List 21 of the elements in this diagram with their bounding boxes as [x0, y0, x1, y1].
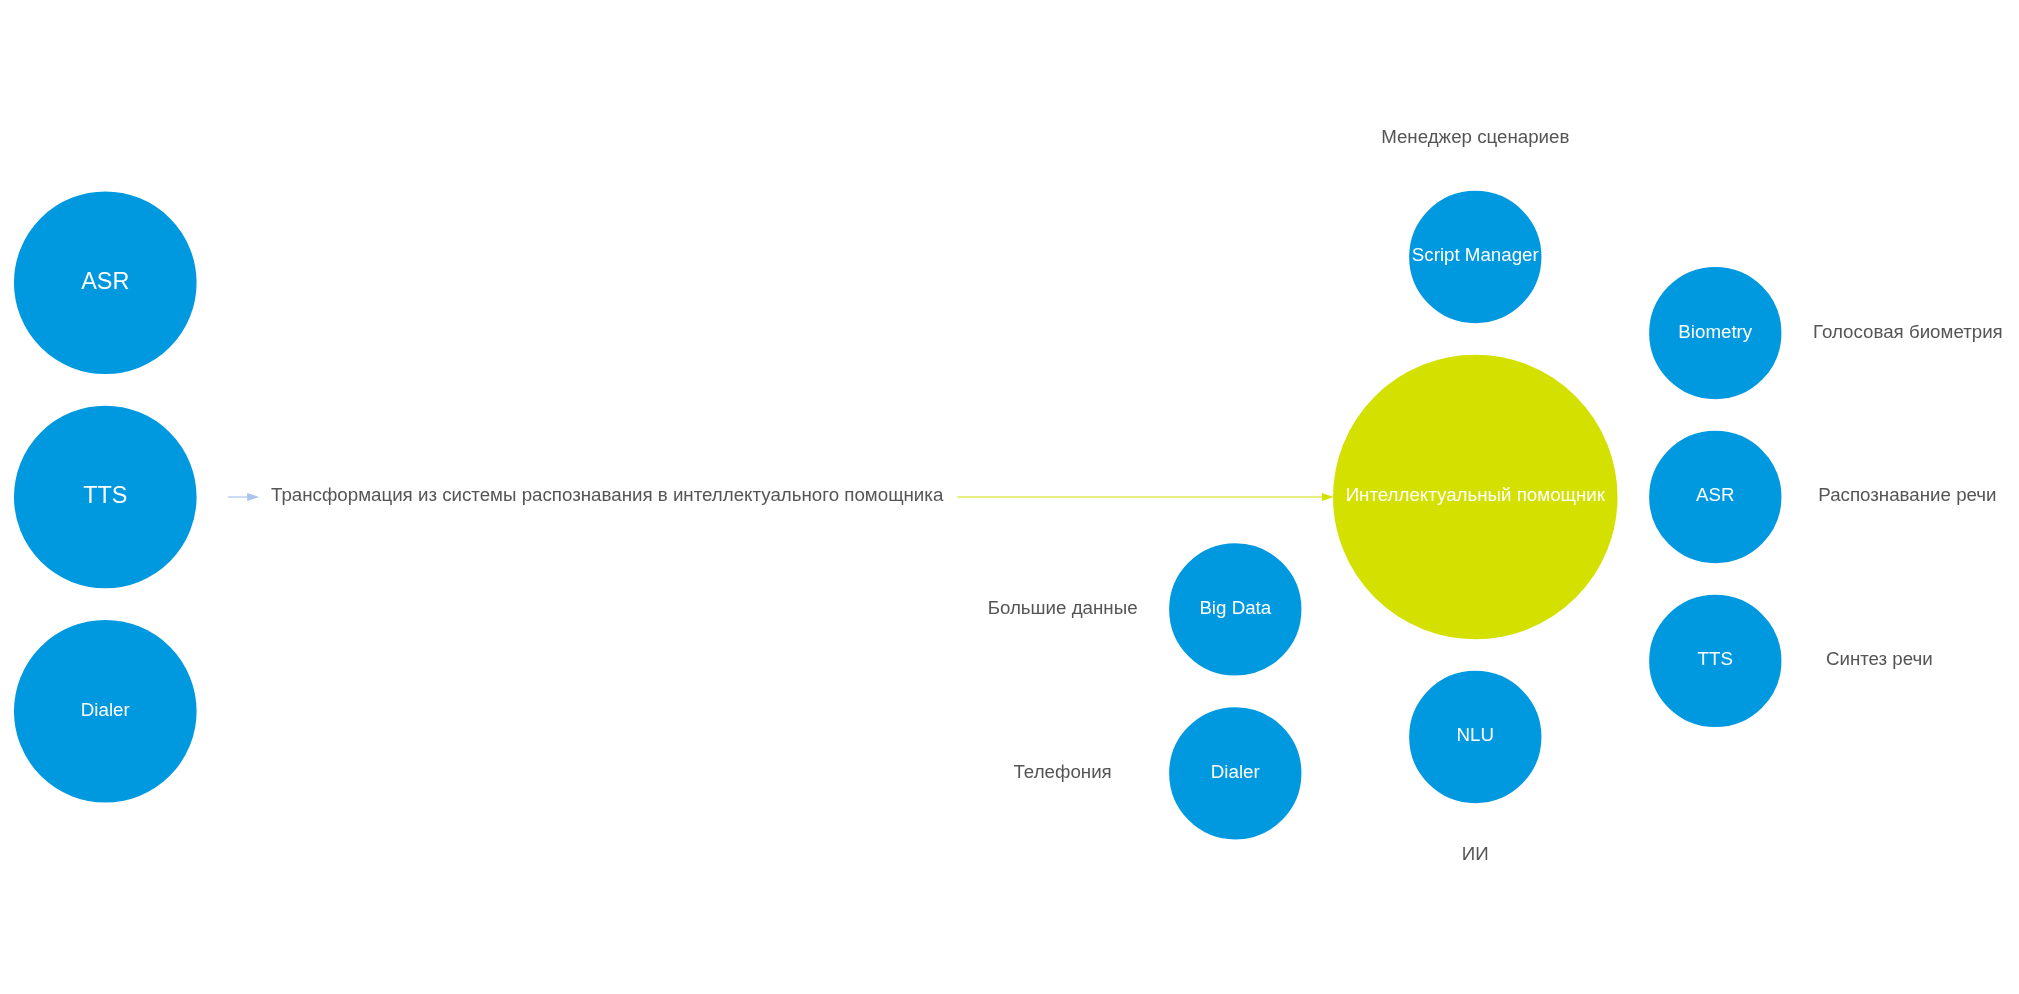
node-circle: Интеллектуальный помощник: [1330, 352, 1620, 642]
node-label: Телефония: [1013, 760, 1112, 782]
node-label: Синтез речи: [1825, 648, 1933, 670]
node-circle: Dialer: [1166, 704, 1304, 842]
node-circle: ASR: [1646, 428, 1784, 566]
node-label: ИИ: [1461, 842, 1489, 864]
node-circle: TTS: [11, 403, 199, 591]
node-circle: Script Manager: [1406, 188, 1544, 326]
node-circle: NLU: [1406, 668, 1544, 806]
node-circle: Biometry: [1646, 264, 1784, 402]
node-label: Большие данные: [987, 596, 1138, 618]
node-circle: Dialer: [11, 617, 199, 805]
node-circle: ASR: [11, 189, 199, 377]
arrow: [227, 492, 259, 502]
node-label: Распознавание речи: [1818, 484, 1997, 506]
arrow: [956, 492, 1334, 502]
node-circle: TTS: [1646, 592, 1784, 730]
node-circle: Big Data: [1166, 540, 1304, 678]
node-label: Голосовая биометрия: [1813, 320, 2003, 342]
node-text: Трансформация из системы распознавания в интеллектуального помощника: [271, 484, 944, 506]
node-label: Менеджер сценариев: [1381, 126, 1570, 148]
